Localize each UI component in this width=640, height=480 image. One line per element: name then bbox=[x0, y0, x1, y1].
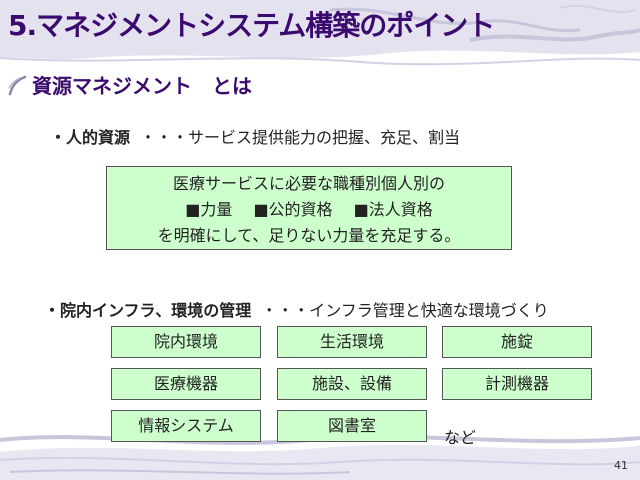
facility-box: 医療機器 bbox=[111, 368, 261, 400]
facility-box: 情報システム bbox=[111, 410, 261, 442]
summary-line-1: 医療サービスに必要な職種別個人別の bbox=[172, 174, 445, 193]
facility-box: 施設、設備 bbox=[277, 368, 427, 400]
page-number: 41 bbox=[614, 459, 628, 472]
facility-box: 図書室 bbox=[277, 410, 427, 442]
section-heading: 資源マネジメント とは bbox=[32, 74, 252, 98]
infrastructure-description: ・・・インフラ管理と快適な環境づくり bbox=[261, 301, 549, 320]
facility-box: 計測機器 bbox=[442, 368, 592, 400]
etc-note: など bbox=[444, 428, 477, 447]
infrastructure-point: ・院内インフラ、環境の管理・・・インフラ管理と快適な環境づくり bbox=[44, 297, 549, 321]
human-resources-label: ・人的資源 bbox=[50, 128, 131, 147]
facility-box: 院内環境 bbox=[111, 326, 261, 358]
summary-line-2: ■力量 ■公的資格 ■法人資格 bbox=[185, 200, 433, 219]
facility-box: 生活環境 bbox=[277, 326, 427, 358]
summary-line-3: を明確にして、足りない力量を充足する。 bbox=[157, 226, 461, 245]
swirl-bullet-icon bbox=[8, 75, 27, 96]
facility-box: 施錠 bbox=[442, 326, 592, 358]
human-resources-description: ・・・サービス提供能力の把握、充足、割当 bbox=[140, 128, 461, 147]
human-resources-point: ・人的資源・・・サービス提供能力の把握、充足、割当 bbox=[50, 124, 460, 148]
summary-box: 医療サービスに必要な職種別個人別の ■力量 ■公的資格 ■法人資格 を明確にして… bbox=[106, 166, 512, 250]
infrastructure-label: ・院内インフラ、環境の管理 bbox=[44, 301, 252, 320]
slide-title: 5.マネジメントシステム構築のポイント bbox=[8, 9, 495, 42]
